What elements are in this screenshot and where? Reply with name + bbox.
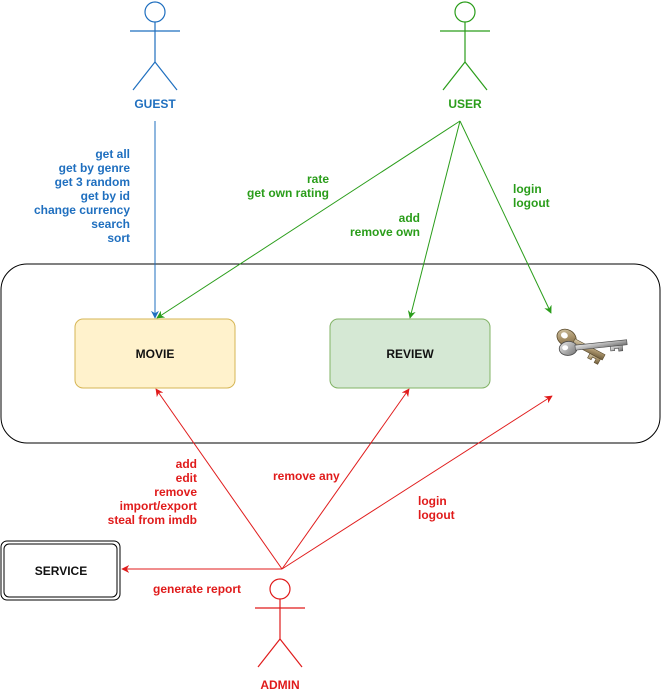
user-auth-action: login (513, 182, 542, 196)
admin-movie-actions: add edit remove import/export steal from… (108, 457, 198, 527)
guest-action: change currency (34, 203, 130, 217)
admin-service-action: generate report (153, 582, 241, 596)
review-label: REVIEW (386, 347, 434, 361)
guest-label: GUEST (134, 97, 176, 111)
guest-action: get 3 random (55, 175, 130, 189)
admin-auth-action: login (418, 494, 447, 508)
guest-action: get by id (81, 189, 130, 203)
user-actor[interactable] (440, 1, 490, 91)
service-box[interactable]: SERVICE (0, 540, 121, 601)
edge-user-keys (459, 120, 552, 314)
guest-action: search (91, 217, 130, 231)
edge-admin-review (281, 388, 410, 570)
user-review-actions: add remove own (350, 211, 420, 239)
user-review-action: add (399, 211, 420, 225)
keys-icon[interactable] (554, 326, 628, 365)
review-box[interactable]: REVIEW (329, 318, 491, 389)
admin-auth-action: logout (418, 508, 455, 522)
admin-auth-actions: login logout (418, 494, 455, 522)
user-auth-action: logout (513, 196, 550, 210)
user-movie-action: rate (307, 172, 329, 186)
admin-movie-action: add (176, 457, 197, 471)
admin-movie-action: import/export (120, 499, 197, 513)
guest-action: get all (95, 147, 130, 161)
admin-movie-action: edit (176, 471, 197, 485)
movie-box[interactable]: MOVIE (74, 318, 236, 389)
edge-admin-keys (281, 395, 553, 570)
admin-movie-action: remove (154, 485, 197, 499)
user-movie-action: get own rating (247, 186, 329, 200)
guest-action: sort (107, 231, 130, 245)
guest-actions: get all get by genre get 3 random get by… (34, 147, 130, 245)
guest-action: get by genre (59, 161, 131, 175)
edge-user-review (407, 120, 461, 319)
edge-admin-movie (155, 388, 283, 570)
user-review-action: remove own (350, 225, 420, 239)
user-auth-actions: login logout (513, 182, 550, 210)
user-label: USER (448, 97, 482, 111)
edge-user-movie (156, 120, 461, 319)
admin-movie-action: steal from imdb (108, 513, 197, 527)
admin-actor[interactable] (255, 578, 305, 668)
guest-actor[interactable] (130, 1, 180, 91)
user-movie-actions: rate get own rating (247, 172, 329, 200)
movie-label: MOVIE (136, 347, 175, 361)
system-boundary (0, 263, 661, 444)
admin-label: ADMIN (260, 678, 299, 691)
admin-review-action: remove any (273, 469, 340, 483)
service-label: SERVICE (35, 564, 87, 578)
